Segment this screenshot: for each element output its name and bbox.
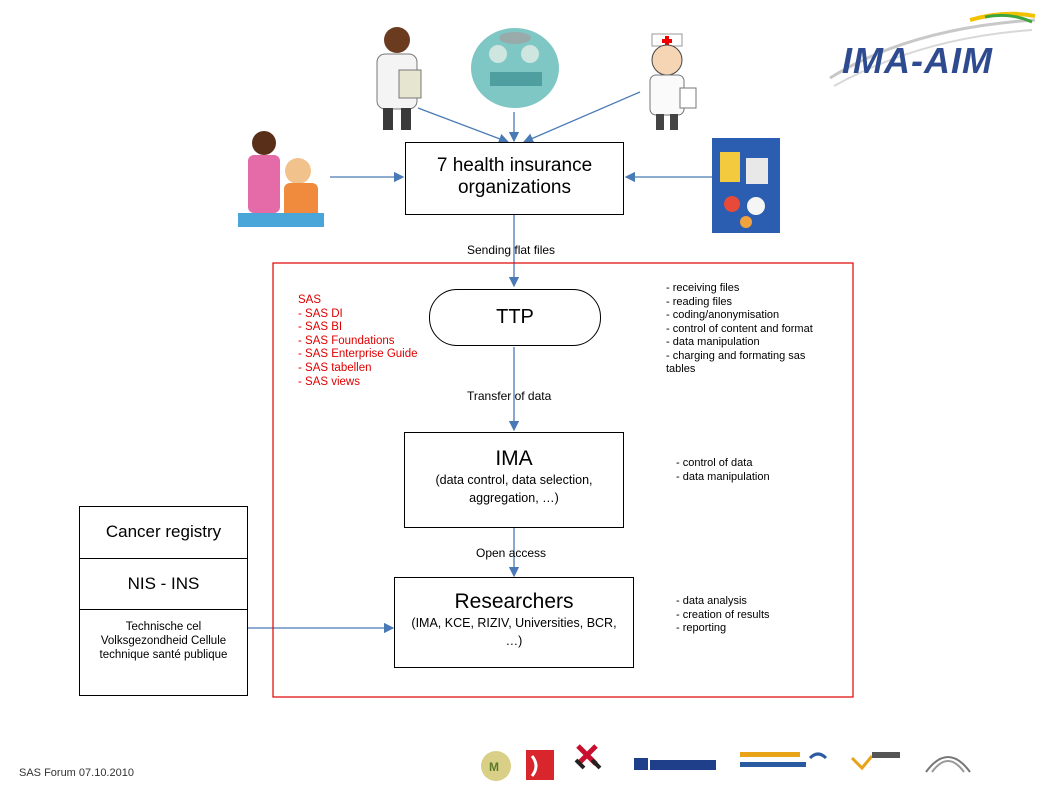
researchers-tasks-note: - data analysis - creation of results - …	[676, 595, 770, 634]
partner-logo-icon: M	[481, 751, 511, 781]
health-insurance-organizations-box: 7 health insurance organizations	[405, 142, 624, 215]
ima-title: IMA	[495, 447, 533, 470]
sas-heading: SAS	[298, 294, 322, 306]
external-sources-stack: Cancer registry NIS - INS Technische cel…	[79, 506, 248, 696]
sending-flat-files-label: Sending flat files	[467, 243, 556, 257]
sas-item: - SAS Foundations	[298, 334, 395, 347]
doctor-clipart-icon	[355, 22, 435, 132]
sas-item: - SAS DI	[298, 307, 343, 320]
ima-aim-logo: IMA-AIM	[820, 8, 1040, 98]
partner-logo-icon	[925, 756, 971, 773]
ima-tasks-note: - control of data - data manipulation	[676, 457, 770, 483]
ttp-tasks-note: - receiving files - reading files - codi…	[666, 282, 813, 375]
partner-logo-icon	[526, 750, 554, 780]
ima-subtitle: (data control, data selection, aggregati…	[435, 473, 593, 505]
sas-item: - SAS tabellen	[298, 361, 372, 374]
medication-clipart-icon	[712, 138, 780, 233]
partner-logo-icon	[574, 744, 602, 770]
cancer-registry-label: Cancer registry	[105, 522, 222, 541]
technische-cel-cell: Technische cel Volksgezondheid Cellule t…	[80, 610, 247, 662]
sas-item: - SAS BI	[298, 321, 343, 334]
health-insurance-organizations-label: 7 health insurance organizations	[436, 155, 593, 198]
sas-item: - SAS Enterprise Guide	[298, 348, 418, 361]
partner-logo-icon	[740, 752, 828, 767]
surgery-clipart-icon	[468, 24, 562, 112]
open-access-label: Open access	[476, 546, 547, 560]
sas-tool-list: SAS - SAS DI - SAS BI - SAS Foundations …	[298, 294, 418, 389]
transfer-of-data-label: Transfer of data	[467, 389, 552, 403]
nurse-clipart-icon	[632, 30, 702, 134]
partner-logos: M	[480, 738, 1040, 782]
cancer-registry-cell: Cancer registry	[80, 507, 247, 559]
ttp-node: TTP	[429, 289, 601, 346]
researchers-subtitle: (IMA, KCE, RIZIV, Universities, BCR, …)	[411, 616, 617, 648]
sas-item: - SAS views	[298, 375, 360, 388]
technische-cel-label: Technische cel Volksgezondheid Cellule t…	[99, 621, 228, 661]
nis-ins-cell: NIS - INS	[80, 559, 247, 610]
svg-text:M: M	[489, 760, 499, 774]
nis-ins-label: NIS - INS	[127, 574, 200, 593]
nurse-patient-clipart-icon	[232, 125, 328, 237]
logo-text: IMA-AIM	[842, 40, 993, 81]
logo-swoosh-icon	[829, 11, 1036, 87]
ttp-label: TTP	[496, 306, 534, 328]
researchers-box: Researchers (IMA, KCE, RIZIV, Universiti…	[394, 577, 634, 668]
ima-box: IMA (data control, data selection, aggre…	[404, 432, 624, 528]
footer-text: SAS Forum 07.10.2010	[19, 767, 134, 779]
sas-platform-frame	[272, 262, 854, 698]
partner-logo-icon	[850, 752, 900, 771]
partner-logo-icon	[634, 758, 716, 770]
researchers-title: Researchers	[454, 590, 574, 613]
